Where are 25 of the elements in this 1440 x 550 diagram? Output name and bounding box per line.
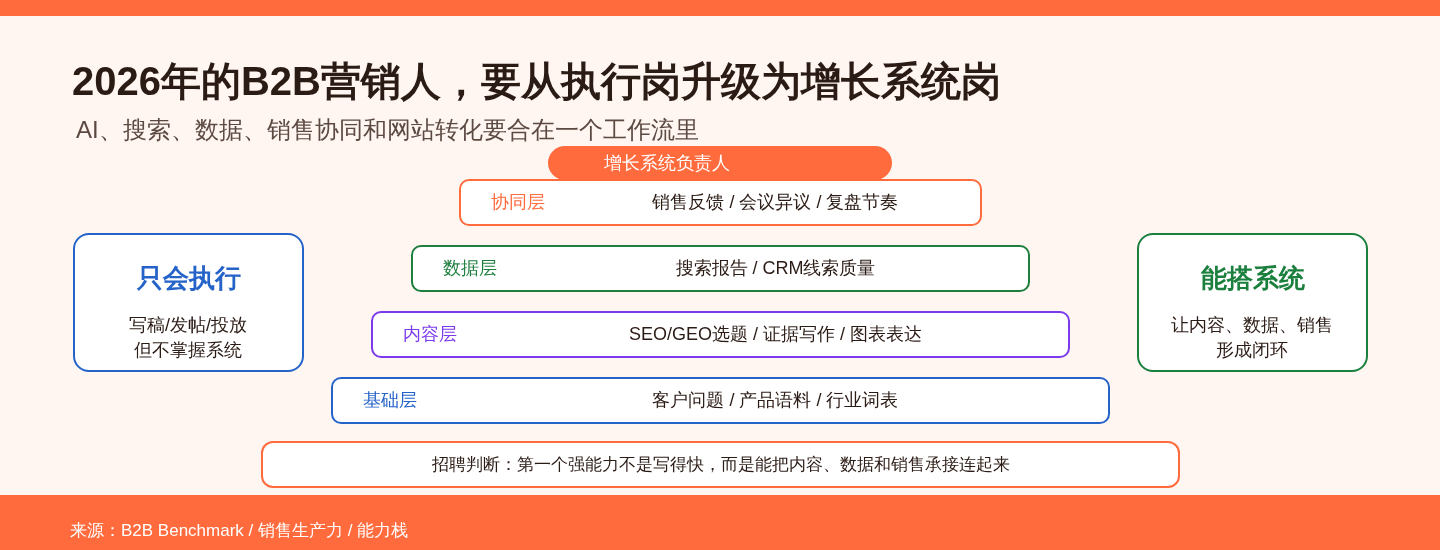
layer-items: 搜索报告 / CRM线索质量 <box>675 257 876 280</box>
layer-box <box>459 179 982 226</box>
role-text: 增长系统负责人 <box>604 152 730 175</box>
note-text: 招聘判断：第一个强能力不是写得快，而是能把内容、数据和销售承接连起来 <box>431 454 1010 476</box>
card-text: 写稿/发帖/投放但不掌握系统 <box>128 314 248 362</box>
layer-name: 内容层 <box>403 323 457 346</box>
layer-name: 数据层 <box>443 257 497 280</box>
subtitle: AI、搜索、数据、销售协同和网站转化要合在一个工作流里 <box>76 115 699 145</box>
layer-box <box>371 311 1070 358</box>
layer-box <box>411 245 1030 292</box>
comparison-card <box>1137 233 1368 372</box>
layer-name: 协同层 <box>491 191 545 214</box>
source-text: 来源：B2B Benchmark / 销售生产力 / 能力栈 <box>70 520 409 542</box>
role-pill <box>548 146 892 180</box>
layer-items: SEO/GEO选题 / 证据写作 / 图表表达 <box>629 323 922 346</box>
note-box <box>261 441 1180 488</box>
card-text: 让内容、数据、销售形成闭环 <box>1170 314 1334 362</box>
title: 2026年的B2B营销人，要从执行岗升级为增长系统岗 <box>72 58 1001 105</box>
layer-items: 客户问题 / 产品语料 / 行业词表 <box>652 389 899 412</box>
layer-name: 基础层 <box>363 389 417 412</box>
comparison-card <box>73 233 304 372</box>
layer-box <box>331 377 1110 424</box>
card-heading: 只会执行 <box>136 262 241 295</box>
layer-items: 销售反馈 / 会议异议 / 复盘节奏 <box>652 191 899 214</box>
card-heading: 能搭系统 <box>1200 262 1305 295</box>
